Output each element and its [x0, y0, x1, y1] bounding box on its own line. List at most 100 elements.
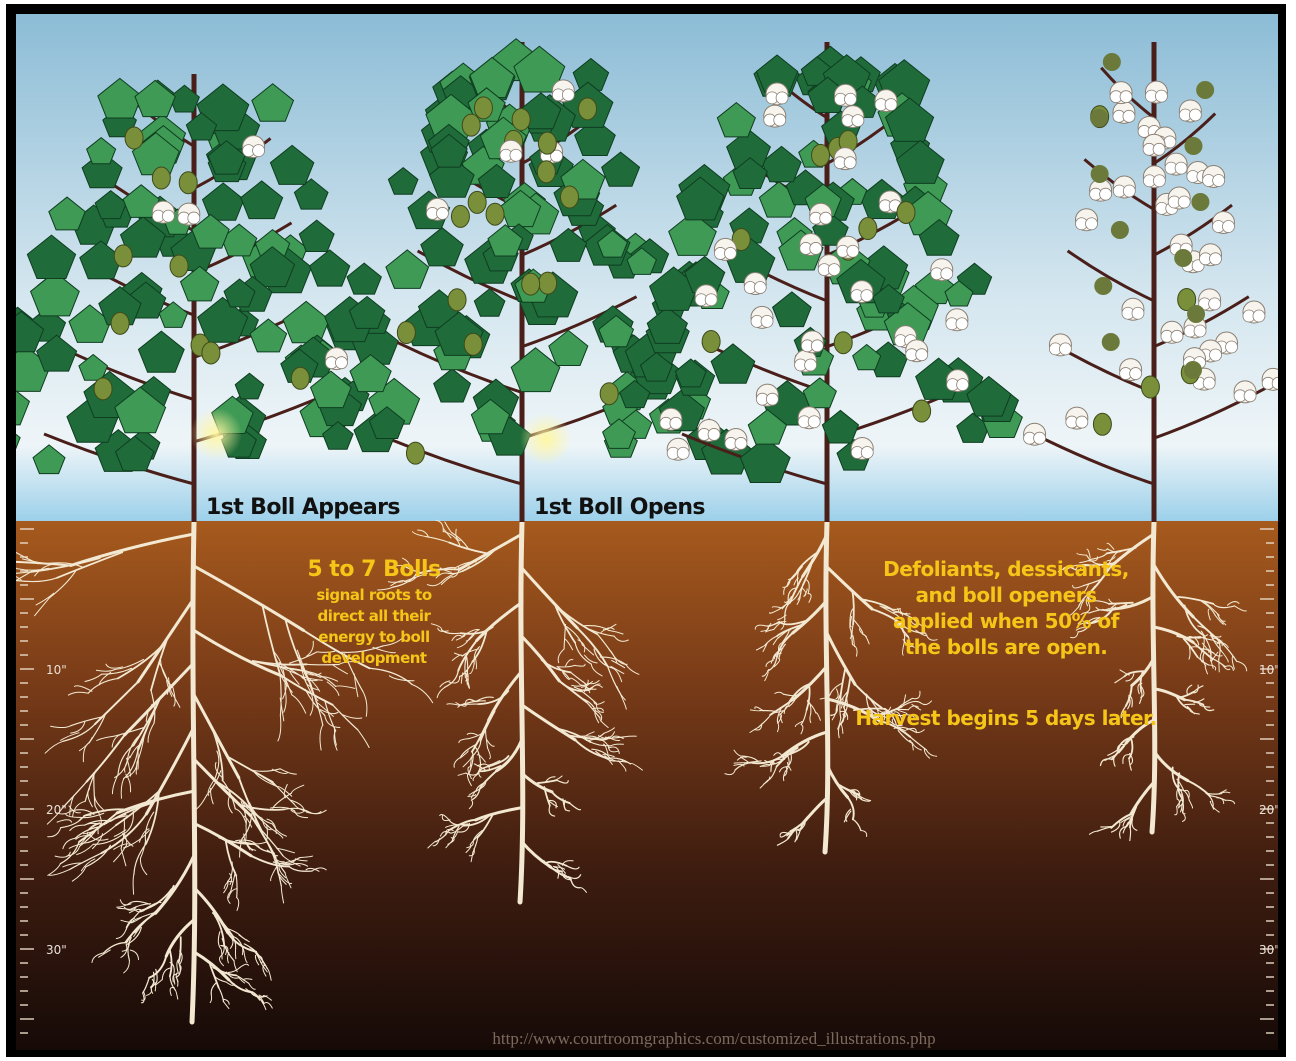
green-cotton-boll	[538, 132, 556, 154]
cotton-lobe	[754, 282, 766, 294]
green-cotton-boll	[897, 201, 915, 223]
note-defoliants-line: the bolls are open.	[905, 635, 1108, 659]
cotton-lobe	[562, 89, 574, 101]
dried-boll	[1196, 81, 1214, 99]
green-cotton-boll	[579, 98, 597, 120]
cotton-lobe	[436, 207, 448, 219]
green-cotton-boll	[537, 161, 555, 183]
cotton-lobe	[162, 210, 174, 222]
green-cotton-boll	[94, 378, 112, 400]
ruler-left-label: 20"	[46, 803, 67, 817]
green-cotton-boll	[486, 203, 504, 225]
dried-boll	[1191, 193, 1209, 211]
cotton-lobe	[820, 212, 832, 224]
cotton-lobe	[1155, 90, 1167, 102]
ruler-right-label: 20"	[1259, 803, 1278, 817]
cotton-lobe	[1209, 298, 1221, 310]
green-cotton-boll	[1093, 413, 1111, 435]
stage-label-1st-boll-appears: 1st Boll Appears	[206, 495, 400, 520]
cotton-lobe	[1120, 91, 1132, 103]
ruler-left-label: 30"	[46, 943, 67, 957]
note-bolls-line: signal roots to	[316, 586, 431, 604]
green-cotton-boll	[812, 144, 830, 166]
dried-boll	[1174, 249, 1192, 267]
green-cotton-boll	[539, 272, 557, 294]
note-5-to-7-bolls: 5 to 7 Bolls signal roots to direct all …	[307, 557, 441, 667]
cotton-lobe	[1194, 325, 1206, 337]
green-cotton-boll	[397, 322, 415, 344]
stage-label-1st-boll-opens: 1st Boll Opens	[534, 495, 705, 520]
dried-boll	[1094, 277, 1112, 295]
green-cotton-boll	[1141, 376, 1159, 398]
note-defoliants-line: applied when 50% of	[893, 609, 1120, 633]
dried-boll	[1184, 361, 1202, 379]
cotton-lobe	[861, 446, 873, 458]
cotton-lobe	[1226, 341, 1238, 353]
green-cotton-boll	[291, 367, 309, 389]
root	[1130, 828, 1131, 841]
cotton-lobe	[808, 416, 820, 428]
dried-boll	[1102, 333, 1120, 351]
cotton-lobe	[1164, 136, 1176, 148]
cotton-lobe	[1209, 253, 1221, 265]
green-cotton-boll	[464, 333, 482, 355]
dried-boll	[1091, 165, 1109, 183]
cotton-lobe	[705, 294, 717, 306]
cotton-lobe	[1100, 188, 1112, 200]
green-cotton-boll	[522, 273, 540, 295]
note-harvest: Harvest begins 5 days later.	[855, 706, 1156, 730]
green-cotton-boll	[179, 172, 197, 194]
cotton-lobe	[1153, 175, 1165, 187]
cotton-lobe	[1123, 110, 1135, 122]
cotton-lobe	[941, 268, 953, 280]
cotton-lobe	[1086, 218, 1098, 230]
cotton-lobe	[847, 245, 859, 257]
cotton-lobe	[1059, 343, 1071, 355]
dried-boll	[1111, 221, 1129, 239]
cotton-lobe	[1132, 307, 1144, 319]
cotton-lobe	[188, 212, 200, 224]
green-cotton-boll	[111, 312, 129, 334]
cotton-lobe	[1153, 143, 1165, 155]
cotton-lobe	[253, 145, 265, 157]
cotton-lobe	[861, 290, 873, 302]
dried-boll	[1090, 109, 1108, 127]
note-defoliants-line: and boll openers	[916, 583, 1097, 607]
green-cotton-boll	[451, 205, 469, 227]
dried-boll	[1187, 305, 1205, 323]
note-bolls-heading: 5 to 7 Bolls	[307, 557, 441, 582]
green-cotton-boll	[114, 245, 132, 267]
cotton-lobe	[670, 417, 682, 429]
cotton-lobe	[776, 92, 788, 104]
cotton-lobe	[1175, 162, 1187, 174]
taproot	[825, 522, 828, 852]
root	[1219, 659, 1220, 672]
dried-boll	[1103, 53, 1121, 71]
first-open-boll-highlight	[520, 413, 572, 465]
cotton-lobe	[1034, 432, 1046, 444]
note-bolls-line: energy to boll	[318, 628, 429, 646]
cotton-lobe	[852, 115, 864, 127]
green-cotton-boll	[152, 167, 170, 189]
cotton-lobe	[510, 149, 522, 161]
green-cotton-boll	[913, 400, 931, 422]
cotton-lobe	[885, 99, 897, 111]
green-cotton-boll	[406, 442, 424, 464]
green-cotton-boll	[448, 289, 466, 311]
cotton-lobe	[1189, 109, 1201, 121]
cotton-lobe	[957, 379, 969, 391]
green-cotton-boll	[474, 97, 492, 119]
cotton-lobe	[761, 315, 773, 327]
cotton-lobe	[1203, 377, 1215, 389]
green-cotton-boll	[170, 255, 188, 277]
cotton-lobe	[1253, 310, 1265, 322]
cotton-lobe	[1244, 390, 1256, 402]
green-cotton-boll	[462, 114, 480, 136]
ruler-left-label: 10"	[46, 663, 67, 677]
cotton-lobe	[724, 247, 736, 259]
cotton-lobe	[956, 318, 968, 330]
green-cotton-boll	[202, 342, 220, 364]
cotton-lobe	[1171, 330, 1183, 342]
cotton-growth-diagram: 1st Boll Appears 1st Boll Opens 5 to 7 B…	[16, 14, 1278, 1050]
cotton-lobe	[1209, 349, 1221, 361]
